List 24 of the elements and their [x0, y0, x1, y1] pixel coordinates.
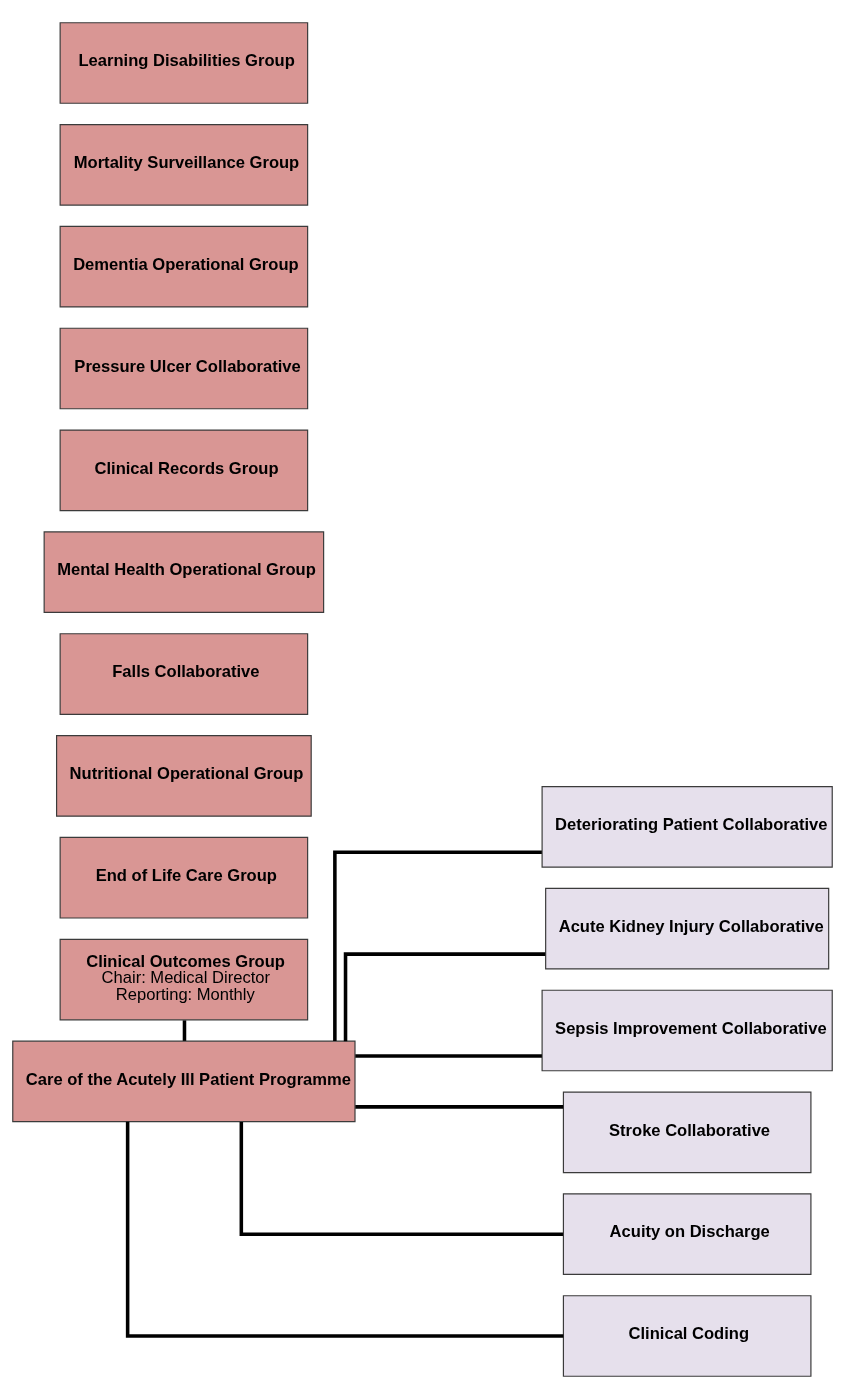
connector: [182, 1020, 187, 1041]
node-box: Care of the Acutely Ill Patient Programme: [12, 1040, 356, 1123]
connector: [355, 1105, 564, 1109]
connector: [355, 1054, 542, 1058]
connector: [125, 1121, 564, 1338]
connector: [333, 850, 542, 1041]
node-box: Acute Kidney Injury Collaborative: [545, 887, 830, 970]
node-box: Falls Collaborative: [59, 633, 309, 715]
node-box: Sepsis Improvement Collaborative: [541, 989, 833, 1072]
node-box: Clinical Outcomes Group Chair: Medical Director Reporting: Monthly: [59, 938, 309, 1021]
node-box: Stroke Collaborative: [562, 1091, 812, 1174]
node-box: Deteriorating Patient Collaborative: [541, 785, 833, 868]
node-box: Mortality Surveillance Group: [59, 124, 309, 206]
node-box: Mental Health Operational Group: [43, 531, 325, 614]
node-box: Dementia Operational Group: [59, 225, 309, 308]
connector: [239, 1121, 563, 1236]
node-box: Clinical Coding: [562, 1295, 812, 1377]
node-box: Pressure Ulcer Collaborative: [59, 327, 309, 410]
node-box: Nutritional Operational Group: [56, 735, 312, 817]
node-box: Clinical Records Group: [59, 429, 309, 512]
node-box: End of Life Care Group: [59, 836, 309, 919]
node-box: Learning Disabilities Group: [59, 22, 309, 104]
node-box: Acuity on Discharge: [562, 1193, 812, 1275]
connector: [343, 952, 546, 1042]
